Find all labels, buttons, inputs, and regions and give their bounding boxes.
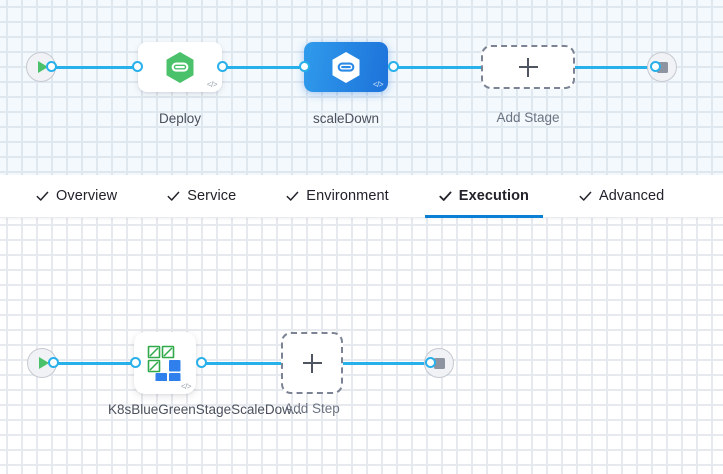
check-icon (36, 190, 49, 203)
connector-exec-start-to-step (48, 362, 140, 365)
tab-service[interactable]: Service (153, 175, 250, 217)
connector-add-to-end (566, 66, 656, 69)
harness-cd-hexagon-icon (332, 51, 360, 83)
play-icon (38, 357, 49, 369)
connector-step-to-add (200, 362, 282, 365)
tab-overview[interactable]: Overview (22, 175, 131, 217)
stop-icon (433, 357, 445, 369)
port-step-in (130, 357, 141, 368)
stage-graph-canvas[interactable]: </> Deploy </> scaleDown Add Stage (0, 0, 723, 175)
code-badge: </> (372, 80, 384, 89)
add-stage-label: Add Stage (496, 110, 560, 125)
add-stage-button[interactable] (481, 45, 575, 89)
code-badge: </> (180, 382, 192, 391)
plus-icon (518, 57, 538, 77)
connector-start-to-deploy (46, 66, 146, 69)
connector-add-to-exec-end (342, 362, 430, 365)
check-icon (439, 190, 452, 203)
step-label-k8s-scaledown: K8sBlueGreenStageScaleDow... (108, 402, 303, 417)
check-icon (579, 190, 592, 203)
port-start-out (46, 61, 57, 72)
plus-icon (302, 353, 322, 373)
tab-label: Overview (56, 188, 118, 204)
connector-deploy-to-scaledown (222, 66, 307, 69)
tab-label: Environment (306, 188, 389, 204)
add-step-button[interactable] (281, 332, 343, 394)
stop-icon (656, 61, 668, 73)
port-scaledown-in (299, 61, 310, 72)
tab-label: Service (187, 188, 237, 204)
tab-label: Execution (458, 188, 529, 204)
stage-label-scaledown: scaleDown (312, 111, 380, 126)
code-badge: </> (206, 80, 218, 89)
play-icon (37, 61, 48, 73)
port-scaledown-out (388, 61, 399, 72)
execution-graph-canvas[interactable]: </> K8sBlueGreenStageScaleDow... Add Ste… (0, 218, 723, 474)
tab-advanced[interactable]: Advanced (565, 175, 678, 217)
step-node-k8s-scaledown[interactable]: </> (134, 332, 196, 394)
harness-cd-hexagon-icon (166, 51, 194, 83)
tab-environment[interactable]: Environment (272, 175, 403, 217)
check-icon (286, 190, 299, 203)
port-exec-start-out (48, 357, 59, 368)
tab-label: Advanced (599, 188, 665, 204)
stage-label-deploy: Deploy (158, 111, 202, 126)
port-end-in (650, 61, 661, 72)
check-icon (167, 190, 180, 203)
port-step-out (196, 357, 207, 368)
add-step-label: Add Step (284, 401, 340, 416)
stage-config-tabs: Overview Service Environment Execution A (0, 175, 723, 218)
port-exec-end-in (425, 357, 436, 368)
stage-node-deploy[interactable]: </> (138, 42, 222, 92)
tab-execution[interactable]: Execution (424, 175, 544, 218)
stage-node-scaledown[interactable]: </> (304, 42, 388, 92)
port-deploy-out (217, 61, 228, 72)
connector-scaledown-to-add (392, 66, 482, 69)
k8s-scale-down-icon (147, 345, 181, 381)
port-deploy-in (132, 61, 143, 72)
